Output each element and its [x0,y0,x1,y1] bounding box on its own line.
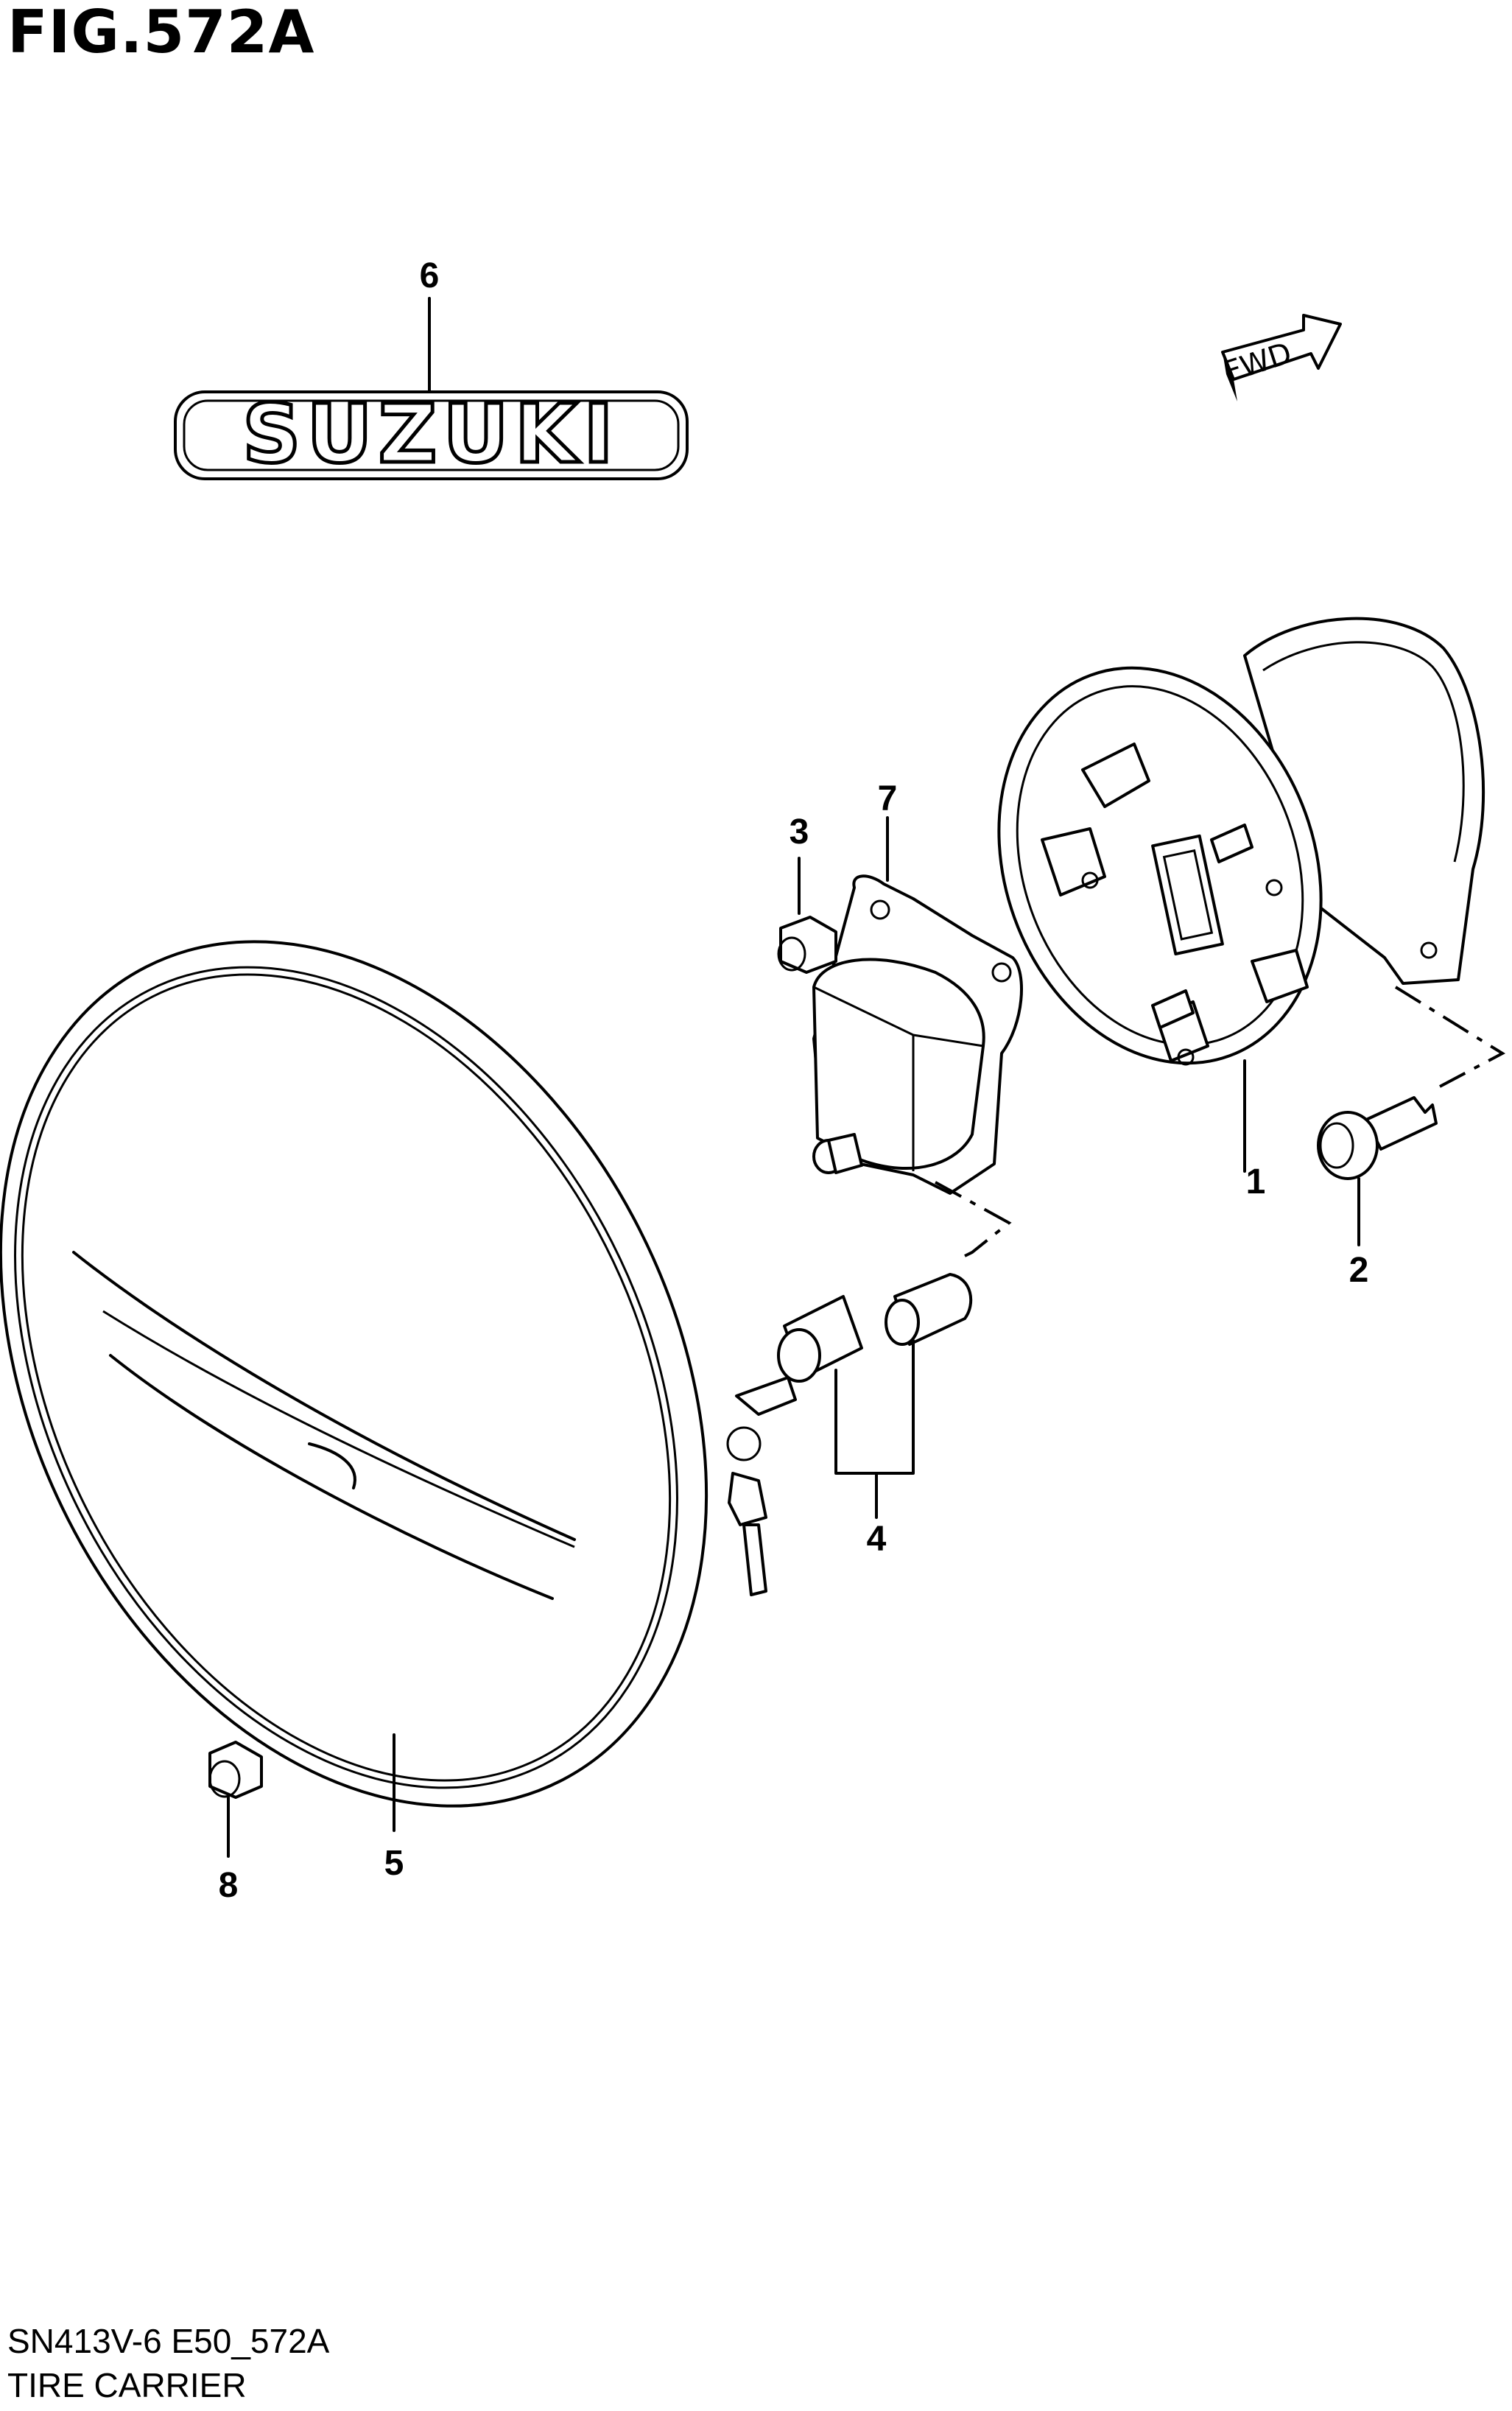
assembly-line-lock [935,1181,1012,1257]
tire-carrier-bracket [997,617,1485,1173]
callout-2: 2 [1349,1251,1369,1290]
emblem-text: SUZUKI [242,387,619,481]
footer-section-name: TIRE CARRIER [7,2366,247,2404]
suzuki-emblem: SUZUKI [174,297,689,483]
figure-title: FIG.572A [7,0,315,66]
callout-3: 3 [790,813,809,852]
callout-5: 5 [384,1844,404,1883]
callout-7: 7 [878,779,898,818]
callout-8: 8 [219,1866,239,1905]
cap-nut [208,1741,263,1858]
footer-model-code: SN413V-6 E50_572A [7,2322,330,2360]
key-cylinder-set [726,1273,973,1596]
callout-6: 6 [420,256,440,295]
callout-1: 1 [1246,1162,1266,1201]
assembly-line-bolt [1394,986,1506,1088]
bolt [1317,1096,1438,1246]
fwd-arrow-icon: FWD [1220,314,1342,401]
callout-4: 4 [867,1520,887,1559]
spare-tire-cover [0,940,708,1832]
lock-housing [812,816,1023,1195]
nut [777,857,837,974]
